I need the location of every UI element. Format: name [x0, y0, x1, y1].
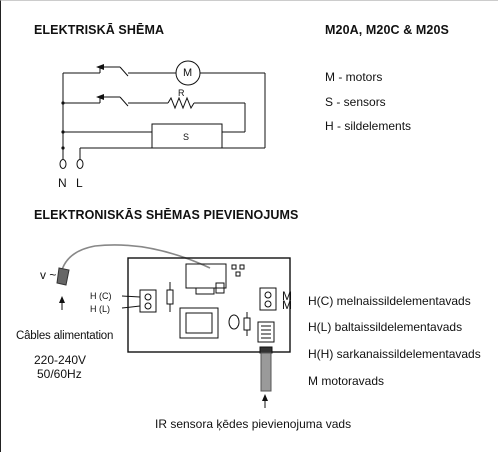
- connection-title: ELEKTRONISKĀS SHĒMAS PIEVIENOJUMS: [34, 208, 299, 222]
- terminal-hc-label: H (C): [90, 291, 112, 301]
- wire-label-motor: M motoravads: [308, 374, 385, 388]
- legend-item-motor: M - motors: [325, 70, 383, 84]
- sensor-cable-caption: IR sensora ķēdes pievienojuma vads: [155, 417, 352, 431]
- wire-label-hh: H(H) sarkanaissildelementavads: [308, 347, 481, 361]
- resistor-label: R: [178, 88, 185, 98]
- sensor-label: S: [183, 132, 190, 142]
- voltage-label: 220-240V: [34, 353, 87, 367]
- schematic-title: ELEKTRISKĀ SHĒMA: [34, 23, 165, 37]
- supply-symbol: v ~: [40, 268, 57, 282]
- right-terminal-mark-bottom: M: [282, 298, 292, 312]
- model-list: M20A, M20C & M20S: [325, 23, 449, 37]
- cable-caption: Câbles alimentation: [16, 330, 114, 342]
- wire-label-hl: H(L) baltaissildelementavads: [308, 320, 463, 334]
- terminal-n-label: N: [58, 176, 67, 190]
- legend-item-heater: H - sildelements: [325, 119, 412, 133]
- terminal-hl-label: H (L): [90, 304, 110, 314]
- frequency-label: 50/60Hz: [37, 367, 82, 381]
- motor-symbol-label: M: [183, 67, 193, 79]
- legend-item-sensor: S - sensors: [325, 95, 386, 109]
- wire-label-hc: H(C) melnaissildelementavads: [308, 294, 471, 308]
- terminal-l-label: L: [76, 176, 83, 190]
- right-terminal-mark-top: M: [282, 289, 292, 303]
